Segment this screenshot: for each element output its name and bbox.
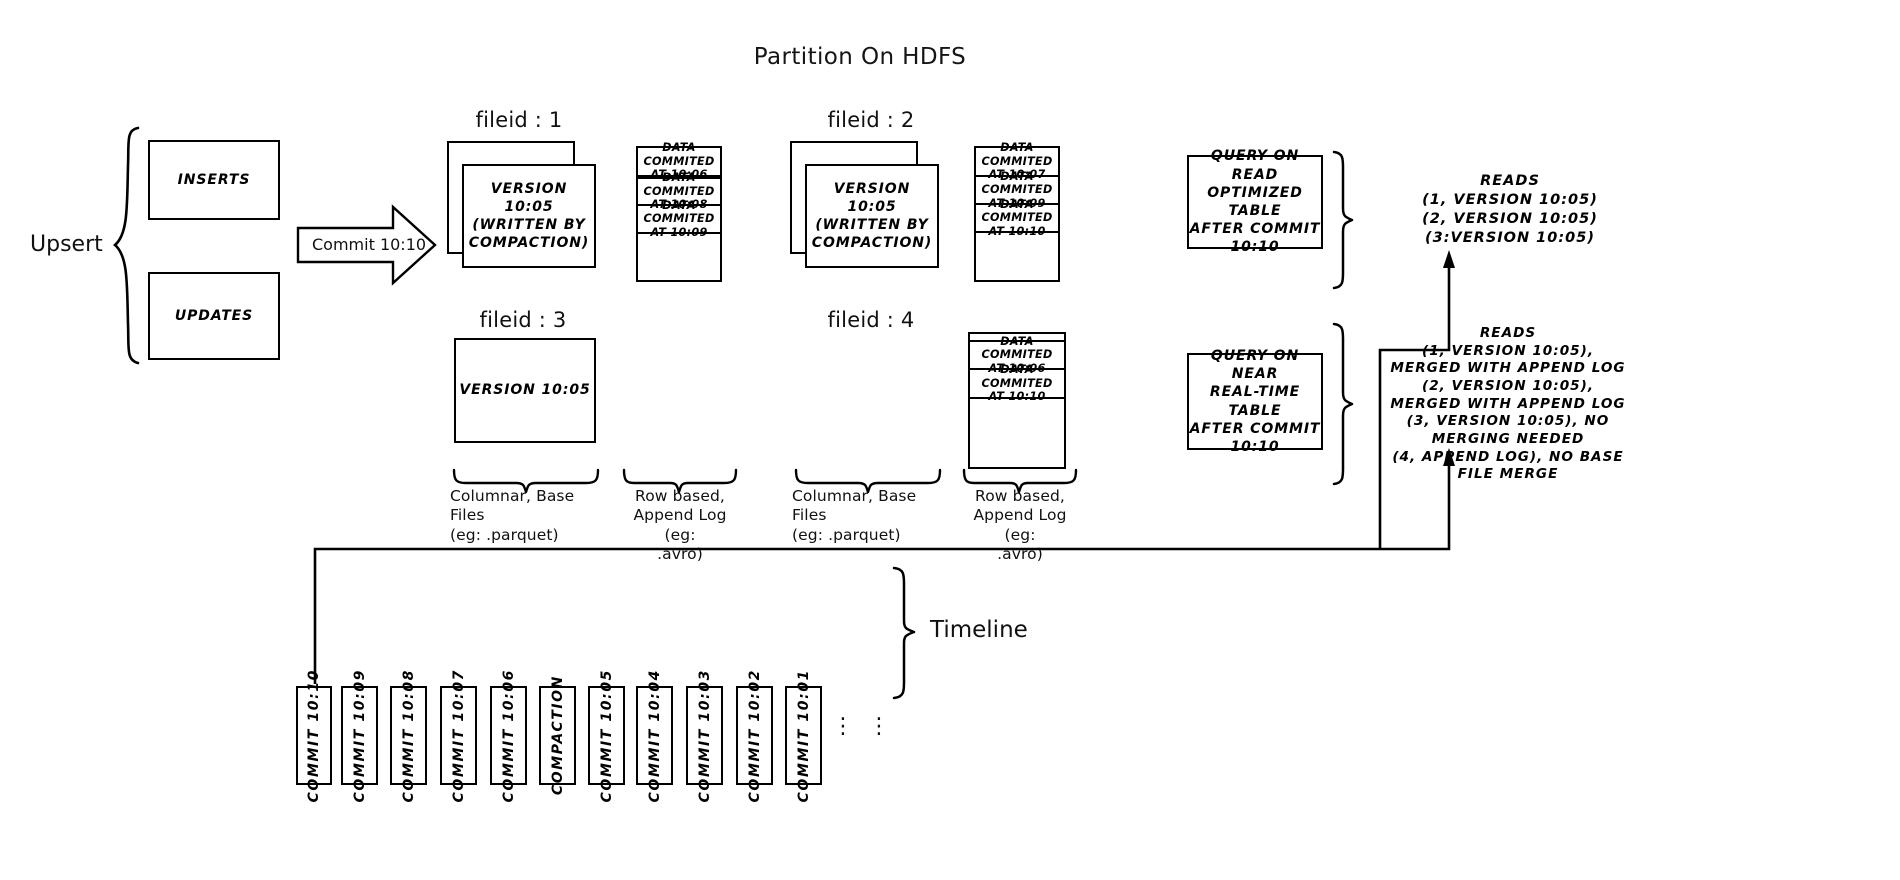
log-entry-text: DATA COMMITED AT 10:10 xyxy=(981,363,1053,404)
commit-arrow-label: Commit 10:10 xyxy=(312,235,427,254)
commit-arrow[interactable] xyxy=(296,204,437,286)
page-title: Partition On HDFS xyxy=(753,44,967,70)
fileid-2-label: fileid : 2 xyxy=(827,108,915,132)
timeline-card[interactable]: COMMIT 10:04 xyxy=(636,669,673,802)
timeline-card[interactable]: COMMIT 10:03 xyxy=(686,669,723,802)
log-top-strip xyxy=(970,334,1064,342)
log-entry: DATA COMMITED AT 10:09 xyxy=(638,199,720,239)
timeline-card[interactable]: COMMIT 10:02 xyxy=(736,669,773,802)
timeline-card[interactable]: COMPACTION xyxy=(539,675,576,796)
timeline-card[interactable]: COMMIT 10:08 xyxy=(390,669,427,802)
log-entry: DATA COMMITED AT 10:09 xyxy=(976,170,1058,210)
fileid-3-label: fileid : 3 xyxy=(479,308,567,332)
timeline-card-label: COMMIT 10:02 xyxy=(746,668,763,803)
updates-box[interactable]: UPDATES xyxy=(148,272,280,360)
log-entry: DATA COMMITED AT 10:07 xyxy=(976,141,1058,181)
columnar-brace-left xyxy=(452,468,600,494)
timeline-label: Timeline xyxy=(930,617,1028,643)
query-read-optimized-box[interactable]: QUERY ON READ OPTIMIZED TABLE AFTER COMM… xyxy=(1187,148,1323,255)
timeline-cards: COMMIT 10:10 COMMIT 10:09 COMMIT 10:08 C… xyxy=(296,669,1136,816)
timeline-card-label: COMMIT 10:06 xyxy=(500,668,517,803)
reads-brace-bottom xyxy=(1332,322,1354,486)
timeline-ellipsis-1: ⋮ xyxy=(832,714,856,739)
upsert-brace xyxy=(112,126,140,365)
inserts-box[interactable]: INSERTS xyxy=(148,140,280,220)
fileid-1-label: fileid : 1 xyxy=(475,108,563,132)
rowlog-brace-right xyxy=(962,468,1078,494)
timeline-card[interactable]: COMMIT 10:09 xyxy=(341,669,378,802)
fileid-4-label: fileid : 4 xyxy=(827,308,915,332)
fileid-2-base-front[interactable]: VERSION 10:05 (WRITTEN BY COMPACTION) xyxy=(805,164,939,268)
fileid-1-base-text: VERSION 10:05 (WRITTEN BY COMPACTION) xyxy=(468,180,590,252)
reads-text-read-optimized: READS (1, VERSION 10:05) (2, VERSION 10:… xyxy=(1422,173,1598,246)
timeline-brace xyxy=(892,566,916,700)
log-entry: DATA COMMITED AT 10:06 xyxy=(638,141,720,181)
log-entry: DATA COMMITED AT 10:08 xyxy=(638,171,720,211)
timeline-card[interactable]: COMMIT 10:01 xyxy=(785,669,822,802)
columnar-caption-right: Columnar, Base Files (eg: .parquet) xyxy=(792,487,917,544)
columnar-brace-right xyxy=(794,468,942,494)
fileid-1-log-stack[interactable]: DATA COMMITED AT 10:06 DATA COMMITED AT … xyxy=(636,141,722,282)
log-entry-text: DATA COMMITED AT 10:10 xyxy=(981,197,1053,238)
log-entry-text: DATA COMMITED AT 10:06 xyxy=(643,141,715,182)
log-entry: DATA COMMITED AT 10:06 xyxy=(970,335,1064,375)
updates-label: UPDATES xyxy=(174,307,254,324)
fileid-2-log-stack[interactable]: DATA COMMITED AT 10:07 DATA COMMITED AT … xyxy=(974,141,1060,282)
log-entry: DATA COMMITED AT 10:10 xyxy=(976,198,1058,238)
log-entry-text: DATA COMMITED AT 10:08 xyxy=(643,171,715,212)
timeline-card-label: COMMIT 10:07 xyxy=(450,668,467,803)
inserts-label: INSERTS xyxy=(177,171,251,188)
timeline-card[interactable]: COMMIT 10:06 xyxy=(490,669,527,802)
upsert-label: Upsert xyxy=(30,232,103,257)
fileid-3-base-box[interactable]: VERSION 10:05 xyxy=(454,338,596,443)
reads-brace-top xyxy=(1332,150,1354,290)
fileid-3-base-text: VERSION 10:05 xyxy=(459,382,591,399)
fileid-1-base-front[interactable]: VERSION 10:05 (WRITTEN BY COMPACTION) xyxy=(462,164,596,268)
query-read-optimized-text: QUERY ON READ OPTIMIZED TABLE AFTER COMM… xyxy=(1189,148,1321,256)
log-entry-text: DATA COMMITED AT 10:09 xyxy=(981,169,1053,210)
timeline-card-label: COMMIT 10:09 xyxy=(351,668,368,803)
timeline-card[interactable]: COMMIT 10:10 xyxy=(296,669,332,802)
timeline-card[interactable]: COMMIT 10:05 xyxy=(588,669,625,802)
log-entry-text: DATA COMMITED AT 10:09 xyxy=(643,198,715,239)
log-entry-text: DATA COMMITED AT 10:06 xyxy=(981,334,1053,375)
timeline-card-label: COMMIT 10:01 xyxy=(795,668,812,803)
query-near-realtime-box[interactable]: QUERY ON NEAR REAL-TIME TABLE AFTER COMM… xyxy=(1187,348,1323,455)
timeline-ellipsis-2: ⋮ xyxy=(868,714,892,739)
log-entry-text: DATA COMMITED AT 10:07 xyxy=(981,141,1053,182)
timeline-card-label: COMMIT 10:08 xyxy=(400,668,417,803)
timeline-card-label: COMMIT 10:05 xyxy=(598,668,615,803)
timeline-card-label: COMPACTION xyxy=(549,675,566,796)
fileid-4-log-stack[interactable]: DATA COMMITED AT 10:06 DATA COMMITED AT … xyxy=(968,332,1066,469)
timeline-card-label: COMMIT 10:04 xyxy=(646,668,663,803)
timeline-card[interactable]: COMMIT 10:07 xyxy=(440,669,477,802)
timeline-card-label: COMMIT 10:10 xyxy=(306,668,322,803)
timeline-card-label: COMMIT 10:03 xyxy=(696,668,713,803)
fileid-2-base-text: VERSION 10:05 (WRITTEN BY COMPACTION) xyxy=(811,180,933,252)
columnar-caption-left: Columnar, Base Files (eg: .parquet) xyxy=(450,487,575,544)
log-entry: DATA COMMITED AT 10:10 xyxy=(970,363,1064,403)
query-near-realtime-text: QUERY ON NEAR REAL-TIME TABLE AFTER COMM… xyxy=(1189,347,1321,455)
rowlog-brace-left xyxy=(622,468,738,494)
reads-text-near-realtime: READS (1, VERSION 10:05), MERGED WITH AP… xyxy=(1390,325,1626,483)
